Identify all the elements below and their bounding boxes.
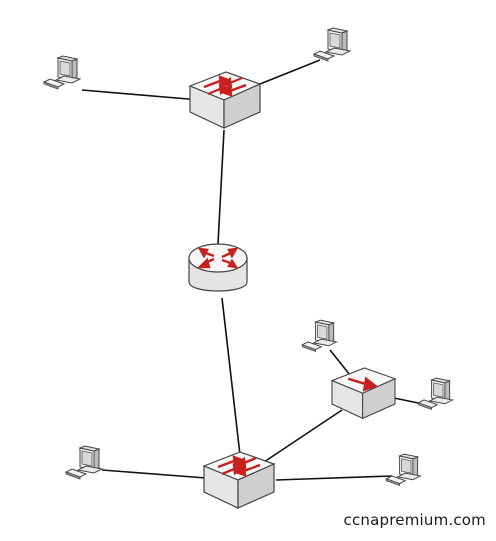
switch-top [189,71,261,129]
hub [331,367,396,419]
pc-bottom-left [65,445,103,480]
pc-mid-upper [301,319,337,352]
links [81,59,429,481]
router [188,243,248,292]
pc-bottom-right [385,453,421,486]
link-switch-router [217,129,225,245]
watermark-text: ccnapremium.com [343,511,486,529]
switch-bottom [203,451,275,509]
link-pc-bottom-right-switch [275,475,393,481]
pc-mid-right [417,377,453,410]
pc-top-left [43,55,81,90]
pc-top-right [313,27,351,62]
link-switch-hub [263,409,343,463]
link-pc-top-right-switch [249,59,321,89]
link-router-switch [221,297,241,456]
link-pc-bottom-left-switch [101,469,207,479]
switch-arrows-icon [217,455,261,477]
router-arrows-icon [197,247,239,269]
link-pc-top-left-switch [81,89,201,101]
hub-arrow-icon [347,376,378,392]
